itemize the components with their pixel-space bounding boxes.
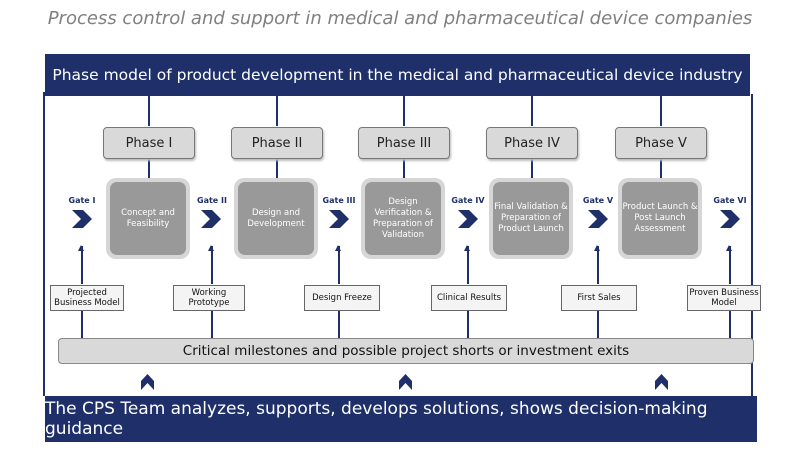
gate-chevron-icon (72, 210, 92, 228)
step-box-2: Design and Development (234, 178, 318, 259)
up-chevron-icon (655, 374, 668, 390)
phase-1: Phase I (103, 127, 195, 159)
connector (660, 158, 662, 178)
connector (81, 310, 83, 338)
up-arrow-icon (78, 245, 84, 284)
phase-2: Phase II (231, 127, 323, 159)
critical-milestones-bar: Critical milestones and possible project… (58, 338, 754, 364)
gate-label-5: Gate V (582, 196, 614, 205)
milestone-6: Proven Business Model (687, 285, 761, 311)
phase-3: Phase III (358, 127, 450, 159)
up-arrow-icon (335, 245, 341, 284)
gate-label-3: Gate III (322, 196, 356, 205)
right-frame-line (751, 94, 753, 398)
gate-label-1: Gate I (68, 196, 96, 205)
step-label-2: Design and Development (238, 182, 314, 255)
up-arrow-icon (208, 245, 214, 284)
connector (276, 96, 278, 126)
up-arrow-icon (594, 245, 600, 284)
left-frame-line (43, 92, 45, 396)
step-box-1: Concept and Feasibility (106, 178, 190, 259)
banner-bottom-notch (745, 396, 757, 442)
top-banner: Phase model of product development in th… (45, 54, 750, 96)
up-chevron-icon (141, 374, 154, 390)
connector (338, 310, 340, 338)
connector (467, 310, 469, 338)
step-label-3: Design Verification & Preparation of Val… (365, 182, 441, 255)
gate-chevron-icon (458, 210, 478, 228)
gate-chevron-icon (329, 210, 349, 228)
bottom-banner: The CPS Team analyzes, supports, develop… (45, 396, 752, 442)
gate-chevron-icon (588, 210, 608, 228)
milestone-1: Projected Business Model (50, 285, 124, 311)
step-box-3: Design Verification & Preparation of Val… (361, 178, 445, 259)
milestone-5: First Sales (561, 285, 637, 311)
gate-label-2: Gate II (197, 196, 227, 205)
milestone-2: Working Prototype (173, 285, 245, 311)
connector (211, 310, 213, 338)
up-chevron-icon (399, 374, 412, 390)
phase-4: Phase IV (486, 127, 578, 159)
up-arrow-icon (726, 245, 732, 284)
step-label-1: Concept and Feasibility (110, 182, 186, 255)
connector (148, 96, 150, 126)
step-box-4: Final Validation & Preparation of Produc… (489, 178, 573, 259)
connector (660, 96, 662, 126)
up-arrow-icon (464, 245, 470, 284)
gate-label-4: Gate IV (451, 196, 485, 205)
gate-label-6: Gate VI (713, 196, 747, 205)
connector (403, 158, 405, 178)
page-title: Process control and support in medical a… (47, 8, 753, 29)
connector (729, 310, 731, 338)
connector (531, 96, 533, 126)
connector (276, 158, 278, 178)
phase-5: Phase V (615, 127, 707, 159)
step-box-5: Product Launch & Post Launch Assessment (618, 178, 702, 259)
connector (403, 96, 405, 126)
milestone-4: Clinical Results (431, 285, 507, 311)
gate-chevron-icon (720, 210, 740, 228)
gate-chevron-icon (201, 210, 221, 228)
connector (597, 310, 599, 338)
milestone-3: Design Freeze (304, 285, 380, 311)
step-label-5: Product Launch & Post Launch Assessment (622, 182, 698, 255)
connector (531, 158, 533, 178)
connector (148, 158, 150, 178)
step-label-4: Final Validation & Preparation of Produc… (493, 182, 569, 255)
